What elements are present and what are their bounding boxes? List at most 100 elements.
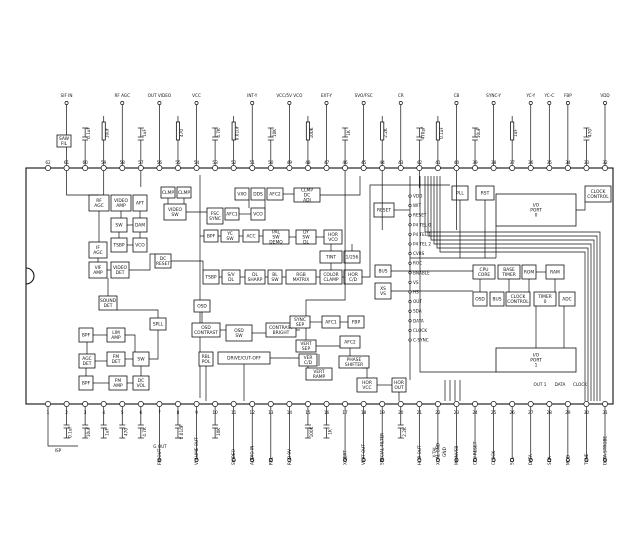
block-box — [558, 291, 576, 307]
block-box — [338, 355, 370, 369]
block-box — [234, 187, 250, 201]
block-label: RAMP — [313, 374, 326, 380]
block-label: VIDEO — [114, 198, 128, 204]
block-box — [250, 187, 266, 201]
top-signal-label: INT-Y — [247, 93, 258, 98]
block-label: HOR — [328, 232, 338, 238]
top-signal-label: VDD — [600, 93, 609, 98]
pin-top-38 — [490, 165, 497, 171]
pin-top-47 — [323, 165, 330, 171]
bottom-signal-label: SVIDEO — [231, 448, 236, 465]
terminal — [380, 458, 385, 462]
bottom-signal-label: MOD — [565, 455, 570, 465]
pin-bottom-15 — [304, 401, 311, 407]
terminal — [250, 101, 255, 105]
part-value: 1K — [328, 429, 333, 435]
terminal — [157, 458, 162, 462]
terminal — [157, 101, 162, 105]
terminal — [250, 458, 255, 462]
pin-top-58 — [119, 165, 126, 171]
ic-notch — [25, 267, 35, 285]
block-reset-in: RESET — [373, 202, 395, 218]
pin-top-34 — [564, 165, 571, 171]
block-label: SEP — [302, 346, 311, 352]
block-box — [505, 291, 531, 307]
part-value: 2.2K — [402, 427, 407, 437]
bottom-signal-label: VERT OUT — [361, 444, 366, 465]
pin-top-61 — [63, 165, 70, 171]
block-ram: RAM — [545, 264, 565, 280]
block-label: CLAMP — [323, 277, 338, 283]
block-label: SYNC — [209, 216, 221, 222]
block-label: DC — [160, 256, 166, 262]
block-label: VIDEO — [168, 207, 182, 213]
block-label: BUS — [378, 269, 387, 275]
signal-node — [408, 223, 412, 227]
block-label: RBL — [202, 354, 211, 360]
block-label: VERT — [300, 341, 312, 347]
terminal — [547, 101, 552, 105]
signal-node — [408, 290, 412, 294]
block-vxo: VXO — [234, 187, 250, 201]
pin-top-46 — [342, 165, 349, 171]
block-label: AGC — [93, 250, 102, 256]
pin-bottom-8 — [175, 401, 181, 407]
bottom-signal-label: SCL — [510, 456, 515, 465]
top-signal-label: YC-Y — [525, 93, 535, 98]
bus-line — [436, 176, 589, 401]
pin-top-40 — [453, 165, 460, 171]
bottom-signal-label: CLOCK — [491, 451, 496, 465]
block-label: AFC1 — [325, 320, 337, 326]
block-label: OSD — [197, 304, 207, 310]
signal-node — [408, 280, 412, 284]
pin-bottom-13 — [267, 401, 274, 407]
block-sw-v: SW — [132, 351, 150, 367]
part-value: 0.01uF — [179, 424, 184, 439]
block-label: RST — [481, 191, 490, 197]
pin-bottom-31 — [602, 401, 608, 407]
top-signal-label: CR — [398, 93, 404, 98]
internal-wire — [149, 330, 159, 360]
internal-wire — [362, 367, 368, 378]
block-label: AGC — [82, 356, 91, 362]
block-sw1: SW — [110, 217, 128, 233]
pin-top-42 — [416, 165, 423, 171]
block-label: DAM — [135, 223, 145, 229]
pin-top-55 — [175, 165, 181, 171]
block-label: PORT — [530, 208, 542, 214]
internal-wire — [320, 176, 361, 196]
block-label: TIMER — [537, 294, 552, 300]
bottom-signal-label: HOR OUT — [417, 445, 422, 465]
pin-top-36 — [527, 165, 534, 171]
block-label: SPLL — [153, 322, 164, 328]
pin-top-59 — [100, 165, 107, 171]
internal-wire — [305, 171, 346, 316]
block-rom: ROM — [521, 264, 537, 280]
signal-label: HS — [413, 290, 419, 295]
pin-bottom-16 — [323, 401, 330, 407]
saw-filter — [56, 134, 72, 148]
pin-top-51 — [249, 165, 256, 171]
terminal — [268, 458, 273, 462]
pin-bottom-29 — [564, 401, 571, 407]
block-label: CLOCK — [511, 294, 526, 300]
terminal — [194, 101, 199, 105]
internal-wire — [171, 260, 204, 270]
terminal — [547, 458, 552, 462]
block-dam: DAM — [132, 217, 148, 233]
block-label: VER — [304, 355, 313, 361]
part-value: 4.7K — [216, 128, 221, 138]
terminal — [603, 101, 607, 105]
block-fbp: FBP — [347, 315, 365, 329]
block-label: HOR — [362, 380, 372, 386]
